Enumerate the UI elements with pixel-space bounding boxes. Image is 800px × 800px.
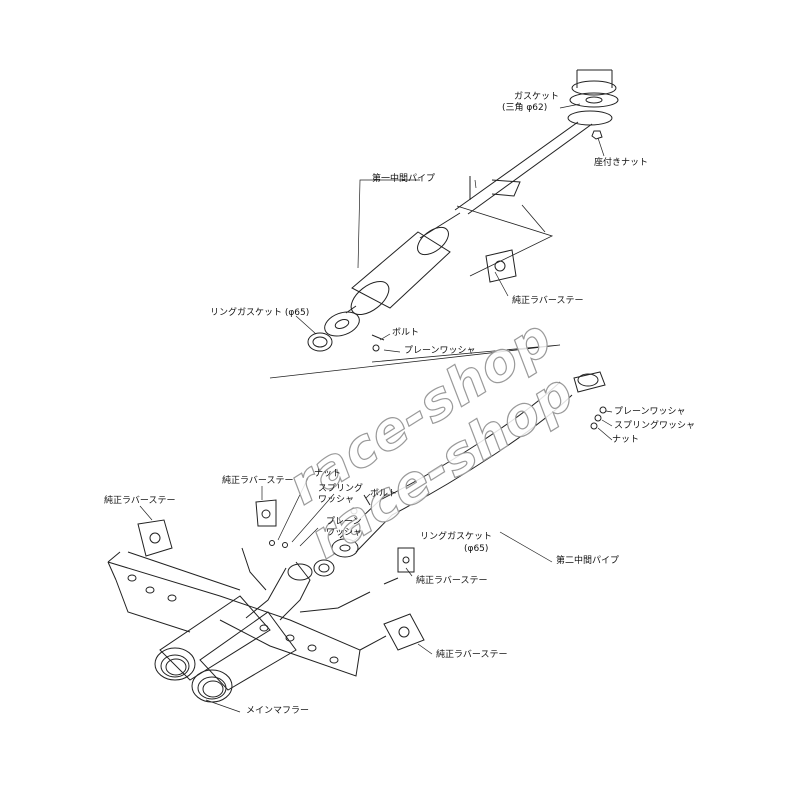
upper-plane-frame <box>269 204 561 379</box>
label-rubber-stay-3: 純正ラバーステー <box>104 496 176 506</box>
label-flange-nut: 座付きナット <box>594 158 649 168</box>
label-plain-washer-a: プレーンワッシャ <box>404 346 476 356</box>
label-spring-washer-c-line1: スプリング <box>318 484 364 494</box>
label-gasket-triangle-size: (三角 φ62) <box>502 103 548 113</box>
label-spring-washer-c-line2: ワッシャ <box>318 495 355 505</box>
label-rubber-stay-4: 純正ラバーステー <box>416 576 488 586</box>
rubber-stay-part-3 <box>137 519 173 557</box>
label-plain-washer-c-line1: プレーン <box>326 517 362 527</box>
label-rubber-stay-1: 純正ラバーステー <box>512 296 584 306</box>
front-flange-stack <box>567 69 619 126</box>
label-bolt-c: ボルト <box>370 489 398 499</box>
first-intermediate-pipe-part <box>324 121 593 337</box>
rubber-stay-part-4 <box>397 547 415 573</box>
bolt-washer-part-a <box>371 334 385 352</box>
bolt-part-c <box>350 494 371 515</box>
washer-nut-stack-b <box>590 406 607 430</box>
label-bolt-a: ボルト <box>392 328 420 338</box>
label-rubber-stay-2: 純正ラバーステー <box>222 476 294 486</box>
label-nut-c: ナット <box>314 469 342 479</box>
label-second-intermediate-pipe: 第二中間パイプ <box>556 556 620 566</box>
rubber-stay-part-5 <box>383 613 425 651</box>
label-nut-b: ナット <box>612 435 640 445</box>
label-gasket-triangle: ガスケット <box>514 92 560 102</box>
second-intermediate-pipe-part <box>331 371 606 558</box>
label-ring-gasket-a: リングガスケット (φ65) <box>210 308 310 318</box>
ring-gasket-65-part-a <box>307 332 333 352</box>
label-first-intermediate-pipe: 第一中間パイプ <box>372 174 436 184</box>
label-rubber-stay-5: 純正ラバーステー <box>436 650 508 660</box>
leader-lines <box>139 103 613 713</box>
label-plain-washer-c-line2: ワッシャ <box>326 528 363 538</box>
label-plain-washer-b: プレーンワッシャ <box>614 407 686 417</box>
main-muffler-part <box>107 547 399 703</box>
label-main-muffler: メインマフラー <box>246 706 310 716</box>
rubber-stay-part-2 <box>255 499 288 548</box>
ring-gasket-65-part-b <box>313 559 335 577</box>
label-ring-gasket-b: リングガスケット <box>420 532 493 542</box>
flange-nut-part <box>591 130 603 140</box>
label-ring-gasket-b-size: (φ65) <box>464 544 489 554</box>
label-spring-washer-b: スプリングワッシャ <box>614 421 696 431</box>
